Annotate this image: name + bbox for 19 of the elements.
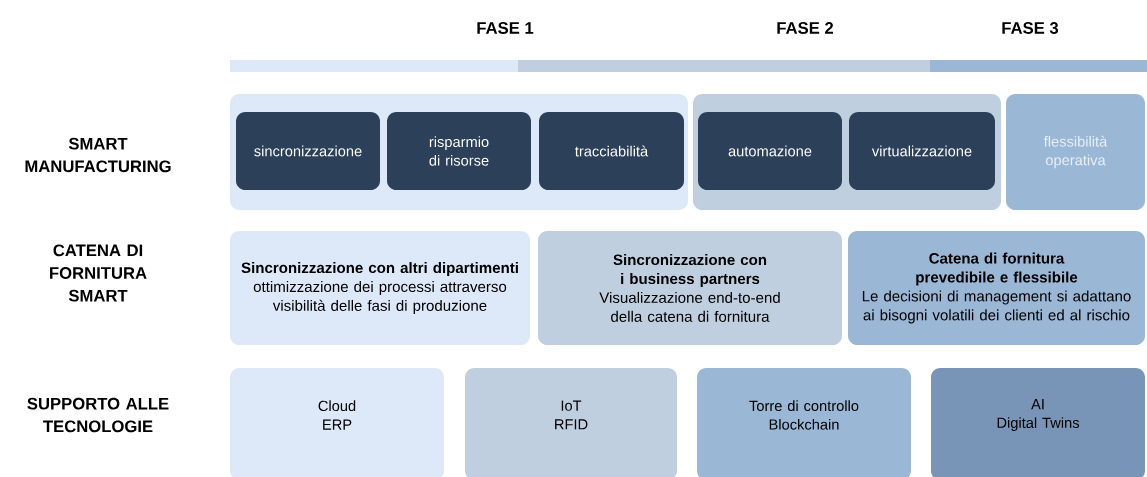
- info-card: Sincronizzazione con i business partners Visualizzazione end-to-end della catena di fornitura: [538, 231, 842, 345]
- row-heading: SMART MANUFACTURING: [25, 137, 171, 173]
- row-heading: CATENA DI FORNITURA SMART: [50, 244, 147, 302]
- technology-card: Torre di controllo Blockchain: [697, 368, 911, 477]
- technology-card: IoT RFID: [465, 368, 677, 477]
- info-card: Sincronizzazione con altri dipartimenti ottimizzazione dei processi attraverso visibilità delle fasi di produzione: [230, 231, 530, 345]
- feature-box: flessibilità operativa: [1006, 94, 1145, 210]
- feature-box: sincronizzazione: [236, 112, 380, 190]
- phase-heading: FASE 3: [1002, 22, 1059, 34]
- feature-box: automazione: [698, 112, 842, 190]
- phase-heading: FASE 2: [777, 22, 834, 34]
- phase-heading: FASE 1: [477, 22, 534, 34]
- info-card: Catena di fornitura prevedibile e flessibile Le decisioni di management si adattano ai bisogni volatili dei clienti ed al rischio: [848, 231, 1145, 345]
- technology-card: Cloud ERP: [230, 368, 444, 477]
- feature-box: risparmio di risorse: [387, 112, 531, 190]
- row-heading: SUPPORTO ALLE TECNOLOGIE: [27, 397, 169, 433]
- feature-box: tracciabilità: [539, 112, 684, 190]
- feature-box: virtualizzazione: [849, 112, 995, 190]
- technology-card: AI Digital Twins: [931, 368, 1145, 477]
